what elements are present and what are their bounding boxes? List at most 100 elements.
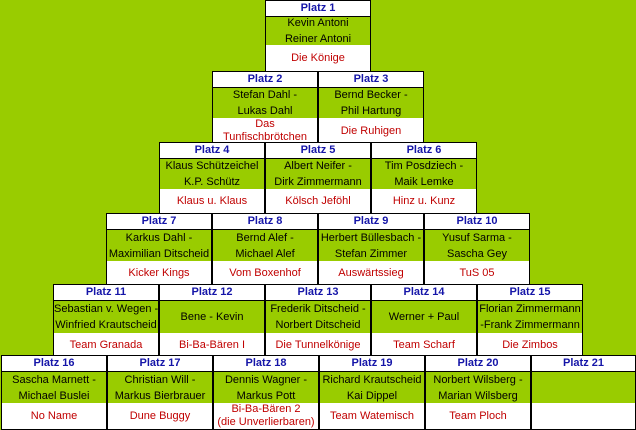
player-names: Karkus Dahl -Maximilian Ditscheid bbox=[107, 230, 211, 261]
player-names: Bene - Kevin bbox=[160, 301, 264, 333]
team-name-line: Team Scharf bbox=[393, 339, 455, 351]
team-name: Dune Buggy bbox=[108, 403, 212, 429]
team-name: No Name bbox=[2, 403, 106, 429]
team-name-line: No Name bbox=[30, 409, 78, 422]
player-name-line: Sascha Gey bbox=[447, 247, 507, 260]
player-name-line: Kevin Antoni bbox=[287, 17, 349, 29]
place-label: Platz 1 bbox=[266, 1, 370, 17]
team-name-line: Team Ploch bbox=[449, 409, 507, 422]
player-name-line: Bene - Kevin bbox=[180, 311, 244, 323]
place-label: Platz 12 bbox=[160, 285, 264, 301]
player-name-line: Christian Will - bbox=[124, 373, 196, 386]
place-label: Platz 9 bbox=[319, 214, 423, 230]
team-name-line: Die Tunnelkönige bbox=[275, 339, 361, 351]
place-label: Platz 10 bbox=[425, 214, 529, 230]
team-name-line: Dune Buggy bbox=[129, 409, 191, 422]
player-names: Stefan Dahl -Lukas Dahl bbox=[213, 88, 317, 118]
player-name-line: Werner + Paul bbox=[388, 311, 460, 323]
player-name-line: Albert Neifer - bbox=[284, 160, 352, 172]
player-name-line: Winfried Krautscheid bbox=[55, 319, 157, 331]
place-label: Platz 8 bbox=[213, 214, 317, 230]
player-name-line: Maik Lemke bbox=[394, 176, 454, 188]
team-name-line: Kölsch Jeföhl bbox=[285, 195, 351, 207]
player-names: Sebastian v. Wegen -Winfried Krautscheid bbox=[54, 301, 158, 333]
team-name bbox=[532, 403, 635, 429]
player-name-line: Dennis Wagner - bbox=[224, 373, 308, 386]
team-name-line: Bi-Ba-Bären 2 bbox=[231, 403, 301, 415]
player-name-line: Dirk Zimmermann bbox=[274, 176, 362, 188]
player-name-line: Phil Hartung bbox=[340, 105, 402, 117]
player-name-line: Bernd Becker - bbox=[334, 89, 408, 101]
player-name-line: Florian Zimmermann bbox=[479, 303, 581, 315]
team-name-line: Die Zimbos bbox=[502, 339, 558, 351]
place-label: Platz 11 bbox=[54, 285, 158, 301]
player-name-line: Stefan Zimmer bbox=[334, 247, 408, 260]
place-label: Platz 14 bbox=[372, 285, 476, 301]
player-name-line: K.P. Schütz bbox=[183, 176, 241, 188]
team-name-line: Vom Boxenhof bbox=[229, 267, 301, 279]
player-names: Frederik Ditscheid -Norbert Ditscheid bbox=[266, 301, 370, 333]
player-names: Dennis Wagner -Markus Pott bbox=[214, 372, 318, 403]
player-name-line: Michael Buslei bbox=[18, 389, 90, 402]
team-name: Team Scharf bbox=[372, 333, 476, 358]
player-names: Albert Neifer - Dirk Zimmermann bbox=[266, 159, 370, 189]
team-name: Die Zimbos bbox=[478, 333, 582, 358]
place-label: Platz 5 bbox=[266, 143, 370, 159]
team-name-line: Klaus u. Klaus bbox=[176, 195, 248, 207]
team-name: Team Ploch bbox=[426, 403, 530, 429]
player-name-line: Reiner Antoni bbox=[284, 33, 352, 45]
player-name-line: Stefan Dahl - bbox=[232, 89, 298, 101]
player-names: Norbert Wilsberg -Marian Wilsberg bbox=[426, 372, 530, 403]
team-name: Klaus u. Klaus bbox=[160, 189, 264, 214]
team-name: Hinz u. Kunz bbox=[372, 189, 476, 214]
player-name-line: Bernd Alef - bbox=[236, 231, 294, 244]
place-label: Platz 15 bbox=[478, 285, 582, 301]
team-name-line: (die Unverlierbaren) bbox=[217, 416, 315, 428]
place-label: Platz 17 bbox=[108, 356, 212, 372]
team-name-line: Die Könige bbox=[291, 52, 345, 64]
player-name-line: Klaus Schützeichel bbox=[165, 160, 259, 172]
place-label: Platz 13 bbox=[266, 285, 370, 301]
team-name: Kölsch Jeföhl bbox=[266, 189, 370, 214]
player-name-line: Michael Alef bbox=[235, 247, 295, 260]
player-names bbox=[532, 372, 635, 403]
player-names: Bernd Alef - Michael Alef bbox=[213, 230, 317, 261]
team-name: Kicker Kings bbox=[107, 261, 211, 286]
player-names: Christian Will -Markus Bierbrauer bbox=[108, 372, 212, 403]
place-label: Platz 6 bbox=[372, 143, 476, 159]
team-name-line: Tunfischbrötchen bbox=[223, 131, 307, 143]
team-name: Die Ruhigen bbox=[319, 118, 423, 144]
player-name-line: Marian Wilsberg bbox=[438, 389, 518, 402]
place-label: Platz 16 bbox=[2, 356, 106, 372]
team-name-line: Auswärtssieg bbox=[338, 267, 404, 279]
player-name-line: Karkus Dahl - bbox=[125, 231, 193, 244]
team-name: Team Watemisch bbox=[320, 403, 424, 429]
team-name: Die Tunnelkönige bbox=[266, 333, 370, 358]
player-name-line: Herbert Büllesbach - bbox=[320, 231, 422, 244]
team-name-line: Das bbox=[255, 118, 275, 130]
player-names: Tim Posdziech -Maik Lemke bbox=[372, 159, 476, 189]
team-name-line: Kicker Kings bbox=[128, 267, 190, 279]
player-name-line: Frederik Ditscheid - bbox=[270, 303, 366, 315]
team-name: Bi-Ba-Bären 2(die Unverlierbaren) bbox=[214, 403, 318, 429]
